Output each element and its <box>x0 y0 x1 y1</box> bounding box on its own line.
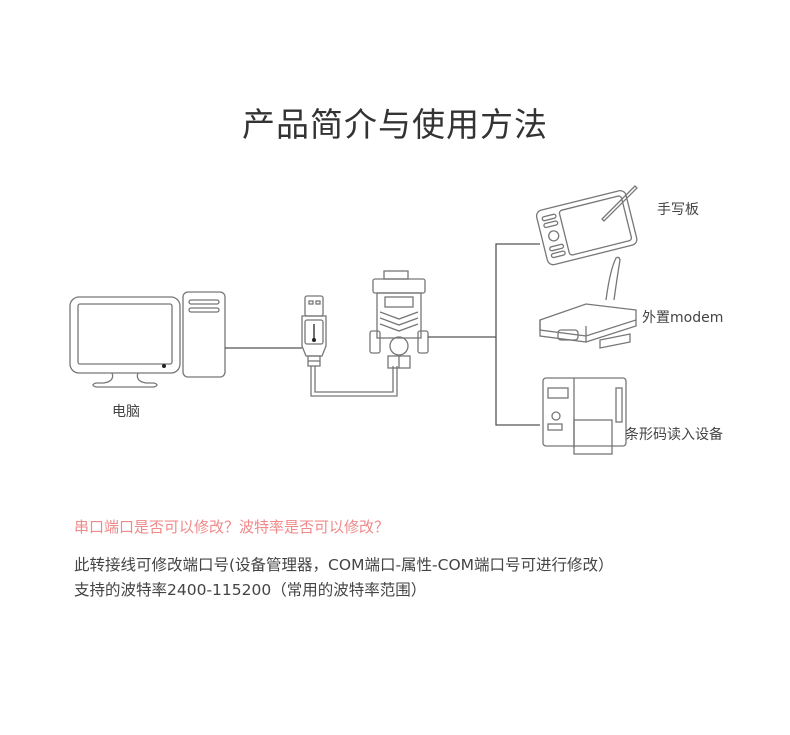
modem-label: 外置modem <box>642 310 724 326</box>
faq-answer-line2: 支持的波特率2400-115200（常用的波特率范围） <box>74 581 427 599</box>
page-title: 产品简介与使用方法 <box>242 105 548 144</box>
faq-question: 串口端口是否可以修改？波特率是否可以修改？ <box>74 518 390 536</box>
db9-connector-icon <box>369 270 429 369</box>
computer-label: 电脑 <box>112 404 140 420</box>
desktop-computer-icon <box>69 291 226 388</box>
faq-answer-line1: 此转接线可修改端口号(设备管理器，COM端口-属性-COM端口号可进行修改） <box>74 556 614 574</box>
barcode-label: 条形码读入设备 <box>625 427 723 443</box>
barcode-printer-icon <box>542 377 627 455</box>
usb-plug-icon <box>301 295 327 367</box>
drawing-tablet-icon <box>535 189 638 266</box>
tablet-label: 手写板 <box>657 202 699 218</box>
modem-icon <box>539 256 637 349</box>
